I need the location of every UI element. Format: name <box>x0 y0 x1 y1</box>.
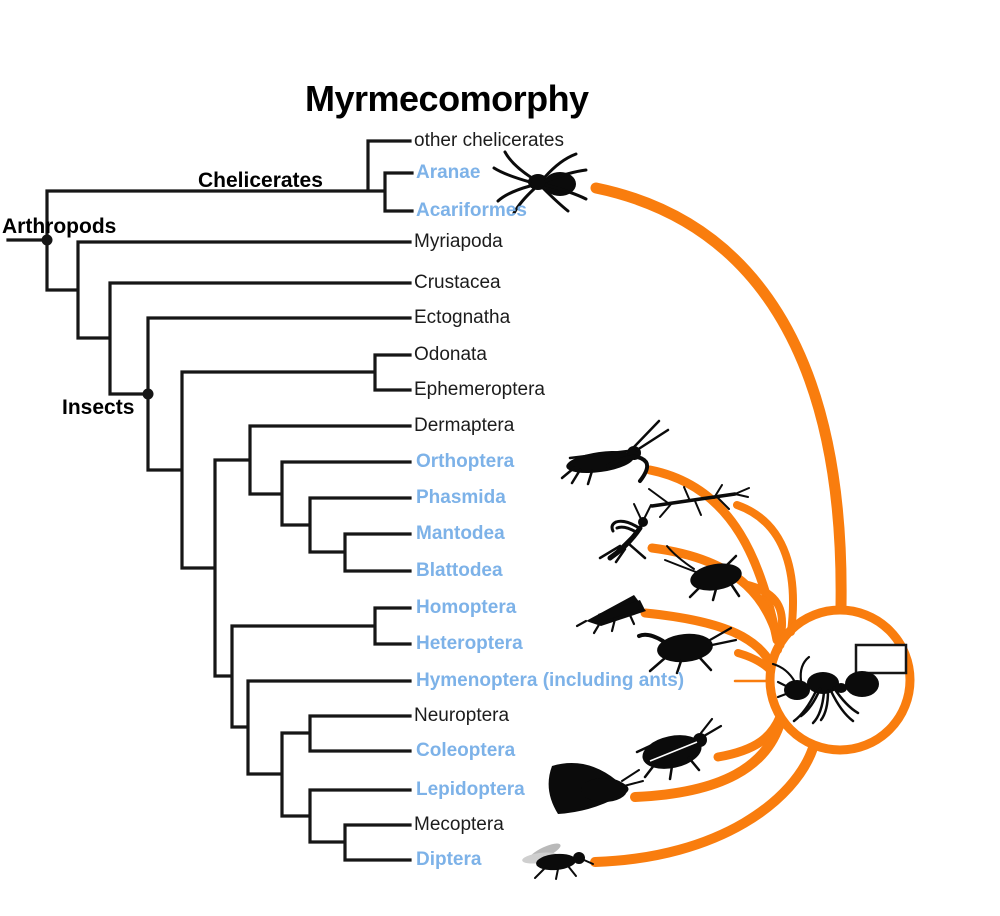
cladogram-branches <box>6 139 414 862</box>
fly-icon <box>522 843 594 880</box>
taxon-label-heteroptera: Heteroptera <box>416 633 523 654</box>
taxon-label-mantodea: Mantodea <box>416 523 505 544</box>
mimicry-curve-homoptera <box>640 608 776 668</box>
stick-insect-icon <box>648 484 750 518</box>
insects-node-dot <box>142 388 154 400</box>
clade-label-insects: Insects <box>62 396 135 419</box>
taxon-label-orthoptera: Orthoptera <box>416 451 515 472</box>
moth-icon <box>548 763 644 814</box>
taxon-label-crustacea: Crustacea <box>414 272 501 293</box>
mimicry-curve-lepidoptera <box>630 721 784 802</box>
taxon-label-odonata: Odonata <box>414 344 487 365</box>
taxon-label-lepidoptera: Lepidoptera <box>416 779 525 800</box>
mimicry-curve-phasmida <box>733 501 797 636</box>
ant-icon <box>771 655 879 725</box>
true-bug-icon <box>637 626 738 675</box>
mantis-icon <box>598 503 652 564</box>
taxon-label-hymenoptera: Hymenoptera (including ants) <box>416 670 685 691</box>
grasshopper-icon <box>560 419 670 486</box>
ant-highlight-circle <box>765 605 915 755</box>
taxon-label-phasmida: Phasmida <box>416 487 506 508</box>
taxon-label-myriapoda: Myriapoda <box>414 231 503 252</box>
mimicry-curve-diptera <box>590 743 818 867</box>
figure-title: Myrmecomorphy <box>305 78 589 119</box>
callout-box <box>854 643 908 675</box>
beetle-icon <box>635 717 723 781</box>
taxon-label-neuroptera: Neuroptera <box>414 705 510 726</box>
taxon-label-coleoptera: Coleoptera <box>416 740 516 761</box>
taxon-label-acariformes: Acariformes <box>416 200 527 221</box>
taxon-label-blattodea: Blattodea <box>416 560 503 581</box>
planthopper-icon <box>575 595 646 635</box>
taxon-label-homoptera: Homoptera <box>416 597 517 618</box>
cockroach-icon <box>664 545 742 602</box>
mimicry-curve-aranae <box>590 182 847 612</box>
taxon-label-aranae: Aranae <box>416 162 481 183</box>
taxon-label-ectognatha: Ectognatha <box>414 307 511 328</box>
clade-label-arthropods: Arthropods <box>2 215 117 238</box>
spider-icon <box>492 150 588 215</box>
clade-label-chelicerates: Chelicerates <box>198 169 323 192</box>
arthropods-node-dot <box>41 234 53 246</box>
mimicry-links <box>590 182 847 867</box>
taxon-label-diptera: Diptera <box>416 849 482 870</box>
taxon-label-other-chelicerates: other chelicerates <box>414 130 564 151</box>
taxon-label-mecoptera: Mecoptera <box>414 814 504 835</box>
taxon-label-dermaptera: Dermaptera <box>414 415 515 436</box>
taxon-label-ephemeroptera: Ephemeroptera <box>414 379 545 400</box>
